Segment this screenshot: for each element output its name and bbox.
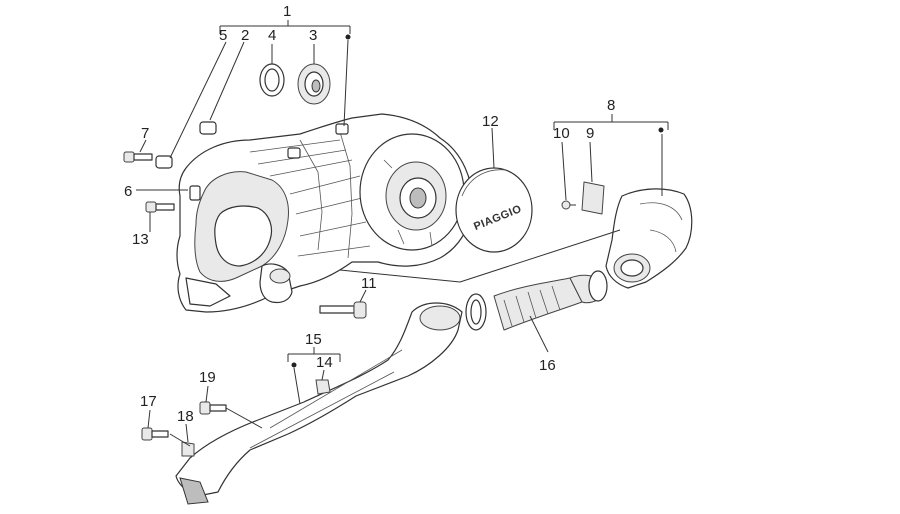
callout-10: 10	[553, 125, 570, 142]
callout-7: 7	[141, 125, 149, 142]
callout-5: 5	[219, 27, 227, 44]
callout-12: 12	[482, 113, 499, 130]
screw-10	[561, 200, 576, 210]
callout-11: 11	[361, 275, 377, 292]
group-bracket-8	[553, 114, 669, 133]
bolt-11	[319, 301, 367, 319]
seal-ring	[259, 63, 285, 97]
callout-14: 14	[316, 354, 333, 371]
dowel-pin-lower	[155, 155, 173, 169]
leader-lines	[136, 39, 663, 447]
bearing	[297, 63, 331, 105]
callout-8: 8	[607, 97, 615, 114]
group-bracket-1	[219, 20, 351, 40]
callout-9: 9	[586, 125, 594, 142]
callout-19: 19	[199, 369, 216, 386]
air-inlet-duct	[605, 188, 693, 289]
callout-2: 2	[241, 27, 249, 44]
clip-18	[181, 441, 195, 457]
screw-7	[123, 151, 153, 163]
callout-13: 13	[132, 231, 149, 248]
callout-3: 3	[309, 27, 317, 44]
callout-1: 1	[283, 3, 291, 20]
screw-17	[141, 427, 169, 441]
callout-4: 4	[268, 27, 276, 44]
group-bracket-15	[287, 347, 341, 368]
outer-intake-duct	[175, 302, 463, 505]
callout-labels: 1 5 4 3 2 7 6 13 12 8 10 9 11 16 15 14 1…	[124, 3, 615, 425]
clip-14	[315, 379, 331, 395]
screw-13	[145, 201, 175, 213]
callout-6: 6	[124, 183, 132, 200]
air-hose	[465, 270, 608, 331]
dowel-pin	[199, 121, 217, 135]
callout-15: 15	[305, 331, 322, 348]
callout-16: 16	[539, 357, 556, 374]
clutch-cover-plate: PIAGGIO	[455, 167, 533, 253]
clip-9	[581, 181, 605, 215]
transmission-cover	[176, 113, 473, 313]
screw-19	[199, 401, 227, 415]
callout-17: 17	[140, 393, 157, 410]
callout-18: 18	[177, 408, 194, 425]
